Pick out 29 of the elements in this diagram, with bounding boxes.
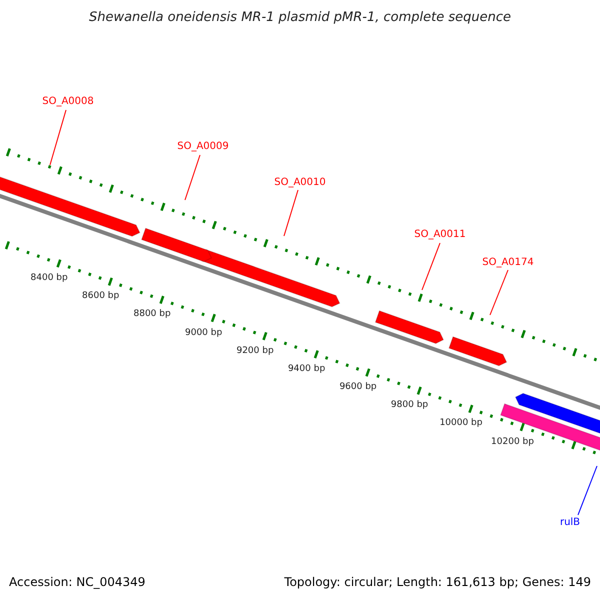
position-label: 9200 bp — [236, 346, 274, 356]
position-label: 8600 bp — [82, 292, 120, 302]
gene-label: SO_A0010 — [274, 178, 326, 188]
leader-line — [578, 466, 598, 516]
position-label: 10200 bp — [491, 438, 534, 447]
title: Shewanella oneidensis MR-1 plasmid pMR-1, complete sequence — [88, 11, 512, 24]
gene-label: rulB — [560, 518, 580, 528]
leader-line — [184, 154, 200, 200]
gene-label: SO_A0011 — [414, 230, 466, 240]
summary-text: Topology: circular; Length: 161,613 bp; Genes: 149 — [284, 576, 591, 588]
position-label: 10000 bp — [440, 419, 482, 428]
position-label: 8800 bp — [134, 310, 171, 320]
position-label: 8400 bp — [30, 274, 68, 284]
gene-feature — [140, 228, 212, 262]
gene-feature — [374, 310, 444, 344]
gene-feature — [448, 336, 508, 366]
accession-text: Accession: NC_004349 — [9, 576, 146, 588]
gene-label: SO_A0009 — [177, 142, 229, 152]
leader-line — [490, 270, 508, 316]
gene-feature — [201, 248, 340, 308]
position-label: 9000 bp — [185, 328, 222, 338]
gene-label: SO_A0174 — [482, 258, 534, 268]
position-label: 9600 bp — [339, 383, 377, 392]
gene-label: SO_A0008 — [42, 97, 94, 107]
leader-line — [422, 242, 440, 290]
leader-line — [50, 110, 66, 166]
leader-line — [284, 190, 298, 236]
position-label: 9800 bp — [390, 401, 428, 410]
position-label: 9400 bp — [288, 364, 326, 374]
